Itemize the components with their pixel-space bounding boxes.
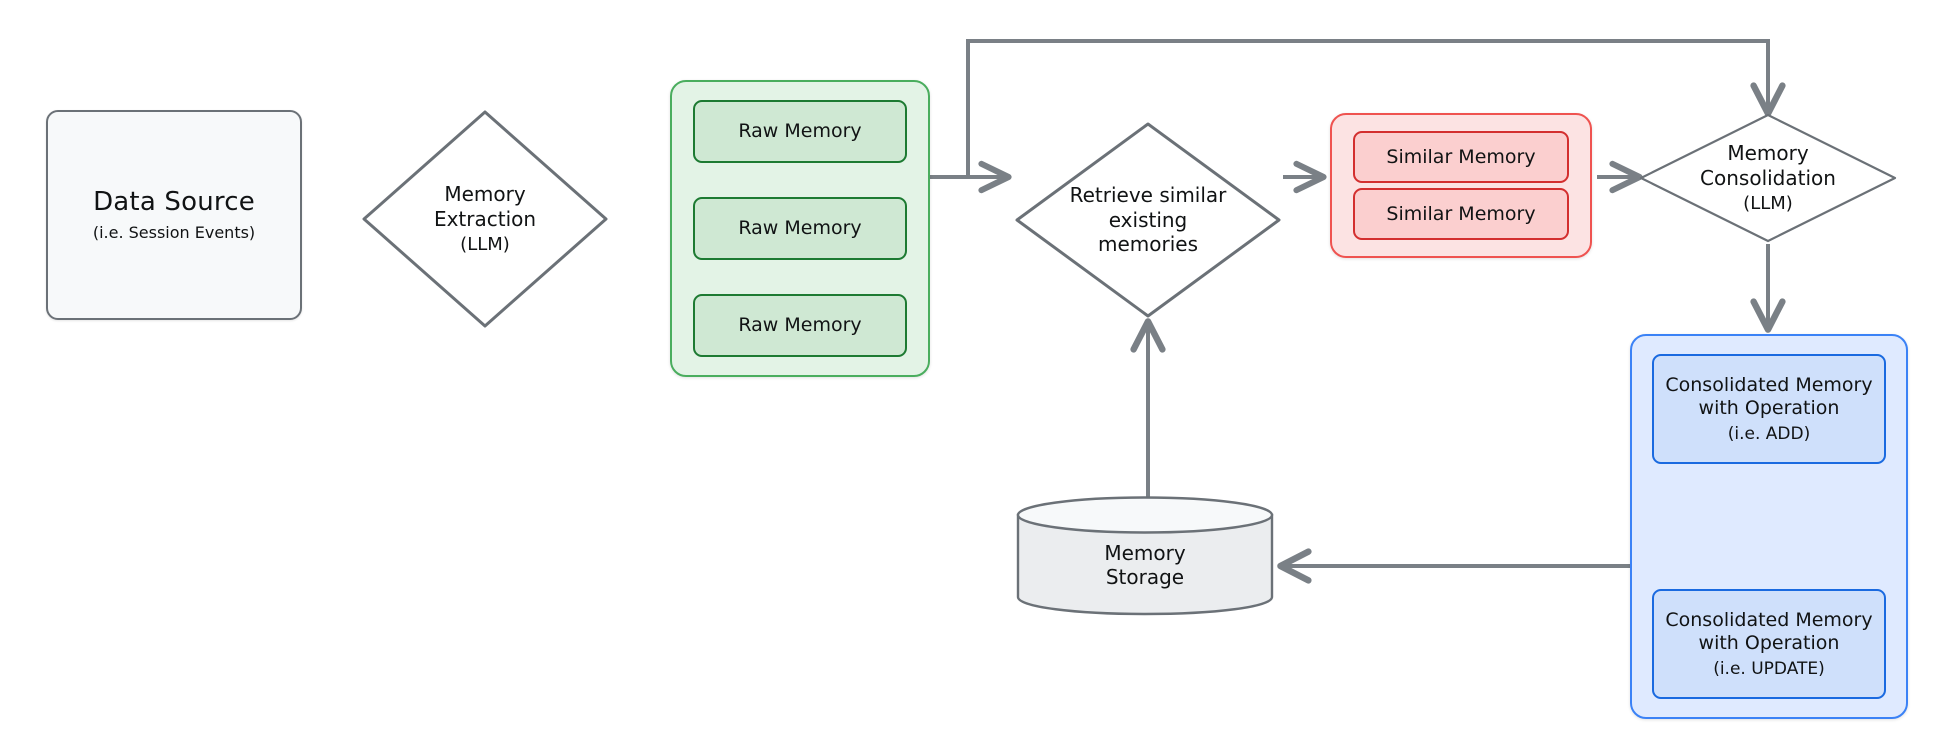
- chip-consolidated-memory-add[interactable]: Consolidated Memory with Operation (i.e.…: [1652, 354, 1886, 464]
- memory-storage-cylinder-shape: [1016, 496, 1274, 616]
- data-source-subtitle: (i.e. Session Events): [92, 223, 256, 242]
- group-consolidated-memory: Consolidated Memory with Operation (i.e.…: [1630, 334, 1908, 719]
- memory-extraction-diamond-shape: [362, 110, 608, 328]
- retrieve-similar-title: Retrieve similar existing memories: [1069, 183, 1227, 257]
- memory-extraction-subtitle: (LLM): [460, 234, 510, 256]
- chip-consolidated-memory-add-subtitle: (i.e. ADD): [1727, 424, 1811, 445]
- chip-consolidated-memory-update[interactable]: Consolidated Memory with Operation (i.e.…: [1652, 589, 1886, 699]
- chip-raw-memory-1[interactable]: Raw Memory: [693, 100, 907, 163]
- memory-consolidation-diamond-shape: [1639, 113, 1897, 243]
- memory-storage-title: Memory Storage: [1104, 541, 1186, 589]
- memory-extraction-title: Memory Extraction: [433, 182, 537, 231]
- chip-raw-memory-2-title: Raw Memory: [738, 217, 862, 240]
- retrieve-similar-diamond-shape: [1015, 122, 1281, 318]
- node-memory-extraction[interactable]: Memory Extraction (LLM): [360, 108, 610, 330]
- group-similar-memory: Similar Memory Similar Memory: [1330, 113, 1592, 258]
- data-source-title: Data Source: [93, 187, 255, 218]
- chip-consolidated-memory-add-title: Consolidated Memory with Operation: [1665, 374, 1873, 419]
- node-retrieve-similar-memories[interactable]: Retrieve similar existing memories: [1013, 120, 1283, 320]
- chip-consolidated-memory-update-title: Consolidated Memory with Operation: [1665, 609, 1873, 654]
- chip-similar-memory-1[interactable]: Similar Memory: [1353, 131, 1569, 183]
- chip-raw-memory-3[interactable]: Raw Memory: [693, 294, 907, 357]
- chip-similar-memory-2[interactable]: Similar Memory: [1353, 188, 1569, 240]
- memory-consolidation-subtitle: (LLM): [1743, 193, 1793, 215]
- node-data-source[interactable]: Data Source (i.e. Session Events): [46, 110, 302, 320]
- chip-raw-memory-1-title: Raw Memory: [738, 120, 862, 143]
- node-memory-consolidation[interactable]: Memory Consolidation (LLM): [1638, 112, 1898, 244]
- node-memory-storage[interactable]: Memory Storage: [1016, 495, 1274, 617]
- chip-similar-memory-2-title: Similar Memory: [1386, 202, 1536, 225]
- memory-consolidation-title: Memory Consolidation: [1700, 141, 1836, 190]
- chip-consolidated-memory-update-subtitle: (i.e. UPDATE): [1713, 659, 1825, 680]
- group-raw-memory: Raw Memory Raw Memory Raw Memory: [670, 80, 930, 377]
- chip-raw-memory-3-title: Raw Memory: [738, 314, 862, 337]
- chip-similar-memory-1-title: Similar Memory: [1386, 145, 1536, 168]
- chip-raw-memory-2[interactable]: Raw Memory: [693, 197, 907, 260]
